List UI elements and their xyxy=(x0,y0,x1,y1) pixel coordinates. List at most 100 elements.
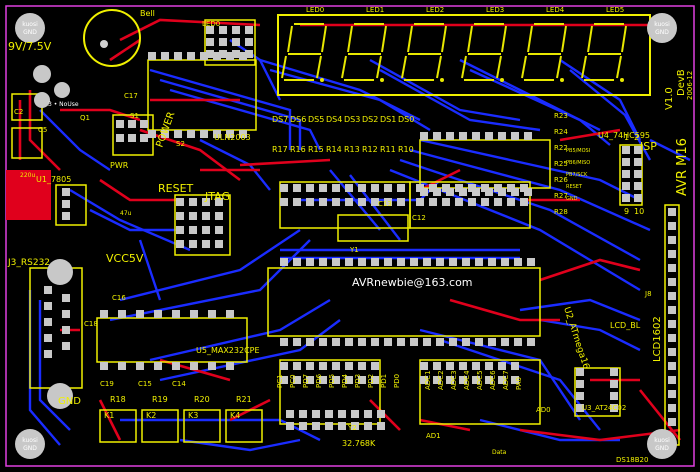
pad xyxy=(459,188,467,196)
corner-label-bl: kuosi GND xyxy=(22,437,38,452)
pad xyxy=(668,208,676,216)
bell-label: Bell xyxy=(140,9,155,18)
pad xyxy=(206,38,214,46)
subtitle-label: DevB xyxy=(676,69,687,96)
port-label: PD5 xyxy=(328,374,336,388)
isp-pin-number: 10 xyxy=(634,207,644,216)
pad xyxy=(514,338,522,346)
port-label: PD6 xyxy=(315,373,323,388)
pad xyxy=(514,258,522,266)
pad xyxy=(293,338,301,346)
c19-label: C19 xyxy=(100,380,114,388)
pad xyxy=(299,410,307,418)
pad xyxy=(668,390,676,398)
pad xyxy=(136,362,144,370)
svg-text:GND: GND xyxy=(655,445,669,452)
pad xyxy=(364,410,372,418)
pad xyxy=(634,146,642,154)
pad xyxy=(472,376,480,384)
pad xyxy=(446,132,454,140)
pad xyxy=(325,422,333,430)
pad xyxy=(501,258,509,266)
pad xyxy=(668,418,676,426)
isp-pin-number: 9 xyxy=(624,207,629,216)
pad xyxy=(634,182,642,190)
pad xyxy=(202,240,210,248)
pad xyxy=(306,184,314,192)
pad xyxy=(213,130,221,138)
pad xyxy=(472,188,480,196)
isp-resistor-label: R24 xyxy=(554,128,568,136)
pad xyxy=(433,362,441,370)
relay-label: K4 xyxy=(230,411,240,420)
pad xyxy=(358,362,366,370)
pad xyxy=(116,134,124,142)
isp-pin-label: PB6/MISO xyxy=(566,160,590,166)
pad xyxy=(436,258,444,266)
pad xyxy=(332,184,340,192)
relay xyxy=(99,409,137,443)
ds-label: DS6 xyxy=(290,115,306,124)
relay-label: K2 xyxy=(146,411,156,420)
pad xyxy=(472,362,480,370)
resistor-label: R14 xyxy=(326,145,342,154)
reset-label: RESET xyxy=(158,182,194,195)
svg-text:GND: GND xyxy=(655,29,669,36)
pad xyxy=(511,188,519,196)
pad xyxy=(384,198,392,206)
pad xyxy=(488,258,496,266)
pad xyxy=(384,184,392,192)
pad xyxy=(189,198,197,206)
pad xyxy=(345,376,353,384)
pad xyxy=(215,212,223,220)
pad xyxy=(668,348,676,356)
pad xyxy=(128,134,136,142)
lcd1602-label: LCD1602 xyxy=(652,316,663,362)
pad xyxy=(416,198,424,206)
pad xyxy=(319,362,327,370)
pad xyxy=(312,410,320,418)
lcd-bl-label: LCD_BL xyxy=(610,321,641,330)
c5-label: C5 xyxy=(38,126,47,134)
pad xyxy=(576,380,584,388)
u3-label: U3_AT24C02 xyxy=(582,404,626,412)
pad xyxy=(312,422,320,430)
pad xyxy=(176,198,184,206)
pad xyxy=(520,198,528,206)
corner-label-tl: kuosi GND xyxy=(22,21,38,36)
pad xyxy=(420,376,428,384)
pad xyxy=(371,338,379,346)
port-label: PD7 xyxy=(302,374,310,388)
pad xyxy=(306,338,314,346)
pad xyxy=(332,362,340,370)
pad xyxy=(190,310,198,318)
pad xyxy=(423,338,431,346)
pad xyxy=(190,362,198,370)
resistor-label: R16 xyxy=(290,145,306,154)
pad xyxy=(176,240,184,248)
pad xyxy=(449,338,457,346)
pad xyxy=(462,338,470,346)
pad xyxy=(208,362,216,370)
isp-resistor-label: R22 xyxy=(554,144,568,152)
pad xyxy=(118,310,126,318)
c2-label: C2 xyxy=(14,108,23,116)
pad xyxy=(436,338,444,346)
pad xyxy=(420,362,428,370)
pad xyxy=(202,198,210,206)
pad xyxy=(219,50,227,58)
pad xyxy=(446,376,454,384)
uln2003-label: ULN2003 xyxy=(214,133,251,142)
jtag-label: JTAG xyxy=(204,190,230,203)
pad xyxy=(202,212,210,220)
pad xyxy=(306,376,314,384)
rs232-label: J3_RS232 xyxy=(7,258,50,268)
cap-47-label: 47u xyxy=(120,210,132,217)
pad xyxy=(511,376,519,384)
port-label: PD3 xyxy=(354,374,362,388)
port-label: PD2 xyxy=(367,374,375,388)
pad xyxy=(610,404,618,412)
corner-label-br: kuosi GND xyxy=(654,437,670,452)
pad xyxy=(429,198,437,206)
